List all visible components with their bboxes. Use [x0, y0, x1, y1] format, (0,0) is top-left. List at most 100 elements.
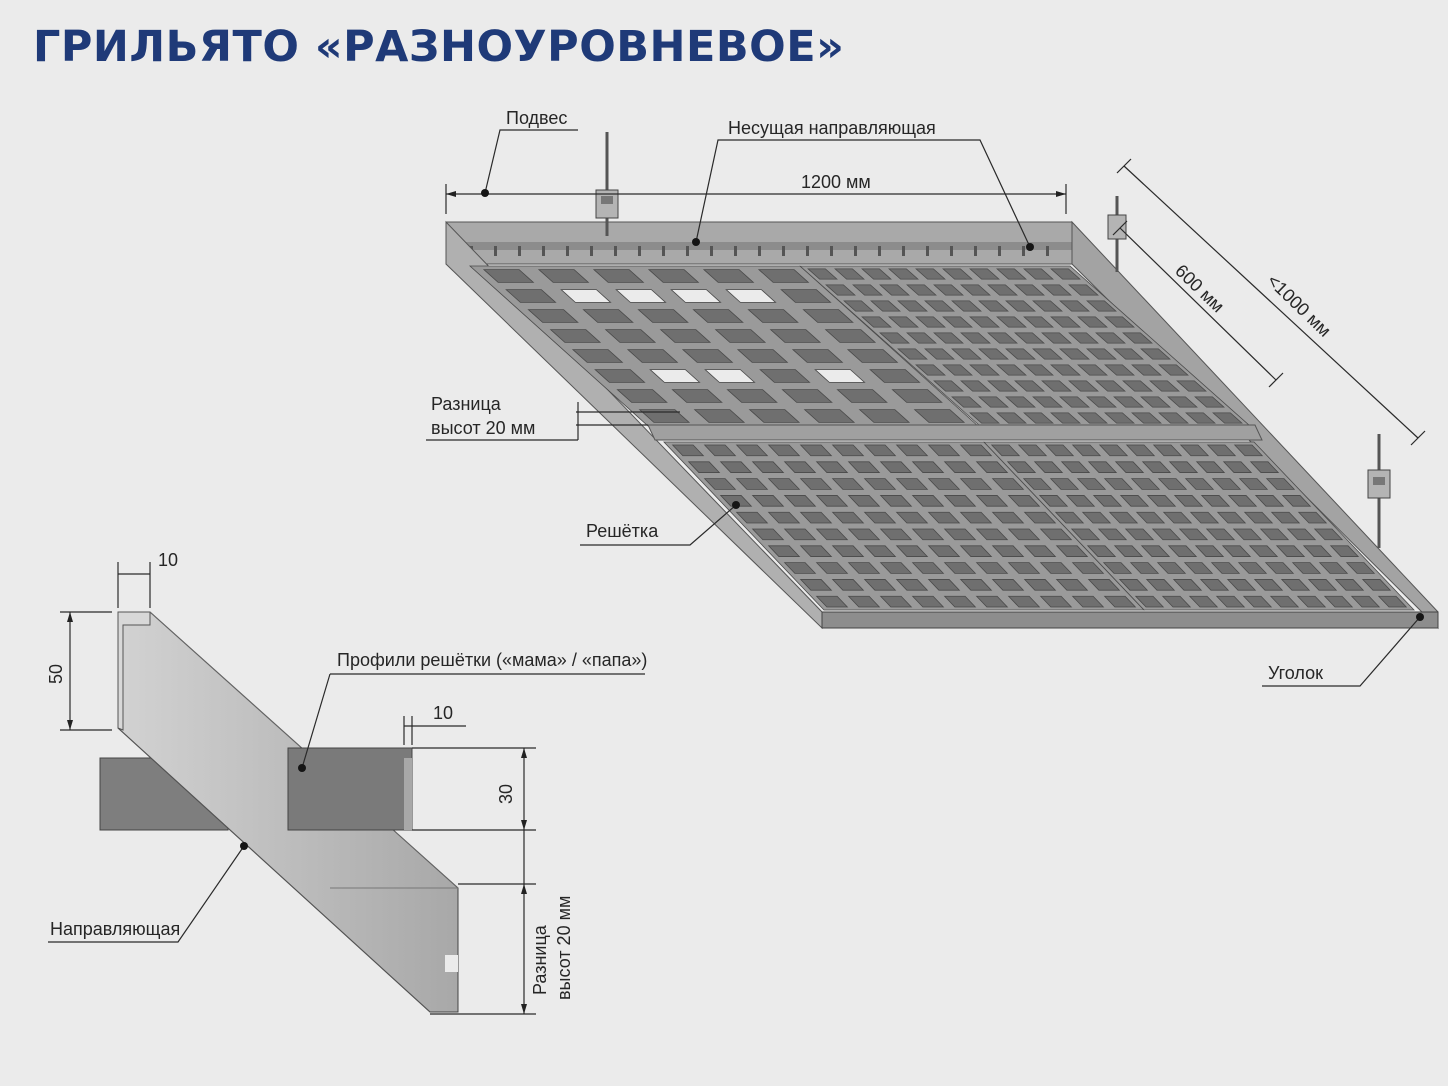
- grid-cell: [1167, 396, 1198, 408]
- grid-cell: [1086, 300, 1117, 312]
- leader-podves: Подвес: [481, 108, 578, 197]
- grid-cell: [927, 545, 961, 557]
- grid-cell: [1146, 495, 1177, 507]
- grid-cell: [1254, 495, 1285, 507]
- grid-cell: [895, 579, 929, 591]
- grid-cell: [1060, 461, 1091, 473]
- grid-cell: [759, 369, 811, 383]
- grid-cell: [725, 289, 777, 303]
- grid-cell: [861, 316, 892, 328]
- grid-cell: [1102, 562, 1133, 574]
- grid-cell: [1227, 495, 1258, 507]
- grid-cell: [1041, 284, 1072, 296]
- grid-cell: [943, 562, 977, 574]
- label-raznitsa-bot-2: высот 20 мм: [554, 896, 574, 1000]
- rail-tooth: [950, 246, 953, 256]
- grid-cell: [960, 380, 991, 392]
- grid-cell: [1050, 268, 1081, 280]
- grid-cell: [1248, 545, 1279, 557]
- grid-cell: [1065, 495, 1096, 507]
- rail-tooth: [902, 246, 905, 256]
- rail-tooth: [1022, 246, 1025, 256]
- grid-cell: [736, 349, 789, 363]
- grid-cell: [757, 269, 810, 283]
- grid-cell: [1104, 364, 1135, 376]
- grid-cell: [1005, 348, 1036, 360]
- grid-cell: [1135, 511, 1166, 524]
- dim-30: 30: [496, 784, 516, 804]
- dim-1000-label: <1000 мм: [1263, 270, 1335, 340]
- grid-cell: [943, 495, 977, 507]
- grid-cell: [996, 364, 1027, 376]
- rail-tooth: [758, 246, 761, 256]
- rail-tooth: [494, 246, 497, 256]
- grid-cell: [915, 364, 946, 376]
- grid-cell: [560, 289, 612, 303]
- grid-cell: [1041, 380, 1072, 392]
- rail-tooth: [878, 246, 881, 256]
- grid-cell: [1005, 300, 1036, 312]
- grid-cell: [1039, 528, 1073, 541]
- grid-cell: [996, 268, 1027, 280]
- middle-carrier: [647, 424, 1263, 441]
- grid-cell: [1189, 511, 1220, 524]
- rail-tooth: [734, 246, 737, 256]
- grid-cell: [1050, 316, 1081, 328]
- grid-cell: [482, 269, 535, 283]
- grid-cell: [719, 495, 753, 507]
- grid-cell: [1206, 444, 1237, 457]
- grid-cell: [1152, 444, 1183, 457]
- grid-cell: [869, 369, 921, 383]
- grid-cell: [1134, 595, 1165, 608]
- grid-cell: [863, 478, 897, 490]
- grid-cell: [1124, 528, 1155, 541]
- label-profili: Профили решётки («мама» / «папа»): [337, 650, 647, 670]
- grid-cell: [815, 562, 849, 574]
- grid-cell: [671, 389, 723, 403]
- grid-cell: [913, 409, 966, 423]
- grid-cell: [1194, 545, 1225, 557]
- grid-cell: [638, 409, 691, 423]
- grid-cell: [863, 444, 897, 457]
- label-napravlyayushchaya: Направляющая: [50, 919, 180, 939]
- grid-cell: [897, 300, 928, 312]
- grid-cell: [1232, 528, 1263, 541]
- grid-cell: [1007, 595, 1041, 608]
- grid-cell: [799, 579, 833, 591]
- grid-cell: [863, 545, 897, 557]
- grid-cell: [1215, 595, 1246, 608]
- grid-cell: [1014, 284, 1045, 296]
- grid-cell: [951, 396, 982, 408]
- grid-cell: [681, 349, 734, 363]
- grid-cell: [943, 528, 977, 541]
- grid-cell: [1125, 444, 1156, 457]
- grid-cell: [1005, 396, 1036, 408]
- grid-cell: [807, 268, 838, 280]
- grid-cell: [975, 461, 1009, 473]
- grid-cell: [704, 369, 756, 383]
- grid-cell: [1059, 348, 1090, 360]
- grid-cell: [895, 545, 929, 557]
- grid-cell: [879, 332, 910, 344]
- grid-cell: [895, 444, 929, 457]
- grid-cell: [897, 348, 928, 360]
- grid-cell: [783, 461, 817, 473]
- grid-cell: [702, 269, 755, 283]
- rail-tooth: [782, 246, 785, 256]
- rail-tooth: [926, 246, 929, 256]
- grid-cell: [1087, 579, 1121, 591]
- grid-cell: [814, 369, 866, 383]
- grid-cell: [1118, 579, 1149, 591]
- grid-cell: [906, 332, 937, 344]
- grid-cell: [1226, 579, 1257, 591]
- grid-cell: [825, 284, 856, 296]
- rail-tooth: [590, 246, 593, 256]
- grid-cell: [767, 511, 801, 524]
- grid-cell: [960, 332, 991, 344]
- grid-cell: [1269, 595, 1300, 608]
- label-ugolok: Уголок: [1268, 663, 1323, 683]
- leader-nesushchaya: Несущая направляющая: [692, 118, 1034, 251]
- grid-cell: [1068, 380, 1099, 392]
- grid-cell: [1023, 511, 1057, 524]
- grid-cell: [594, 369, 646, 383]
